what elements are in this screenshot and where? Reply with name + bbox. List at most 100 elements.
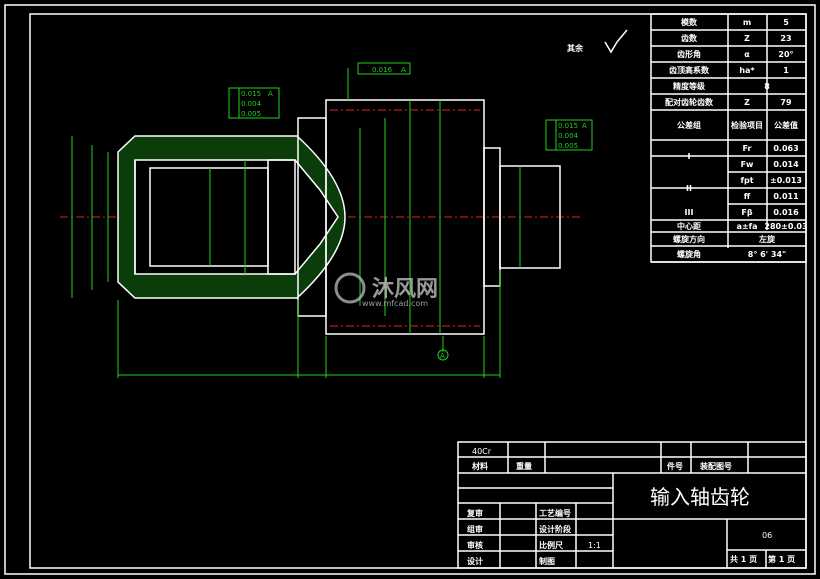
param-name: I (688, 152, 691, 161)
role-label: 设计 (467, 556, 483, 566)
param-row: III Fβ 0.016 (685, 208, 800, 217)
param-name: III (685, 208, 694, 217)
param-name: 螺旋方向 (673, 234, 705, 244)
param-row: 中心距 a±fa 280±0.03 (677, 221, 808, 231)
svg-text:材料: 材料 (472, 461, 488, 471)
watermark: 沐风网 www.mfcad.com (334, 272, 438, 308)
param-symbol: a±fa (737, 222, 758, 231)
param-symbol: ff (744, 192, 751, 201)
svg-text:www.mfcad.com: www.mfcad.com (362, 299, 428, 308)
param-symbol: Fw (741, 160, 754, 169)
svg-text:共 1 页: 共 1 页 (730, 554, 757, 564)
svg-text:装配图号: 装配图号 (699, 461, 732, 471)
svg-text:0.005: 0.005 (241, 110, 261, 118)
param-row: 齿形角 α 20° (677, 49, 794, 59)
svg-text:0.004: 0.004 (241, 100, 262, 108)
field-label: 比例尺 (539, 540, 563, 550)
drawing-title: 输入轴齿轮 (650, 485, 750, 509)
inner-frame (29, 13, 807, 569)
param-symbol: fpt (740, 176, 753, 185)
shaft-left-section (117, 135, 346, 299)
material-value: 40Cr (472, 447, 492, 456)
surface-note: 其余 (567, 43, 584, 53)
param-symbol: Fβ (741, 208, 752, 217)
param-value: 公差值 (774, 120, 798, 130)
param-name: 中心距 (677, 221, 701, 231)
svg-text:0.005: 0.005 (558, 142, 578, 150)
param-value: 0.016 (773, 208, 799, 217)
param-value: 0.014 (773, 160, 799, 169)
role-label: 组审 (467, 524, 483, 534)
param-symbol: 检验项目 (731, 120, 763, 130)
field-value: 1:1 (588, 541, 601, 550)
tolerance-frame-right: 0.015 A 0.004 0.005 (545, 119, 593, 151)
svg-text:0.015: 0.015 (241, 90, 261, 98)
svg-text:A: A (401, 66, 406, 74)
svg-text:0.015: 0.015 (558, 122, 578, 130)
field-label: 工艺编号 (539, 508, 571, 518)
title-block-row: 设计制图 (467, 556, 555, 566)
param-value: ±0.013 (770, 176, 802, 185)
param-row: 公差组 检验项目 公差值 (677, 120, 798, 130)
param-value: 0.011 (773, 192, 799, 201)
svg-text:重量: 重量 (516, 461, 532, 471)
param-symbol: Z (744, 98, 750, 107)
role-label: 审核 (467, 540, 483, 550)
datum-marker (437, 349, 449, 361)
param-name: 齿形角 (677, 49, 701, 59)
svg-text:A: A (268, 90, 273, 98)
param-row: 齿顶高系数 ha* 1 (669, 65, 789, 75)
tolerance-frame-top: 0.016 A (347, 62, 411, 100)
param-row: 齿数 Z 23 (681, 33, 792, 43)
tolerance-frame-left: 0.015 A 0.004 0.005 (228, 87, 280, 119)
svg-text:件号: 件号 (667, 461, 683, 471)
param-name: 齿顶高系数 (669, 65, 710, 75)
title-block-row: 组审 设计阶段 (467, 524, 571, 534)
param-value: 280±0.03 (764, 222, 807, 231)
dimension-lines: A (71, 100, 521, 378)
param-value: 23 (780, 34, 791, 43)
param-name: 螺旋角 (677, 249, 701, 259)
svg-text:第 1 页: 第 1 页 (768, 554, 795, 564)
param-symbol: m (743, 18, 751, 27)
param-name: II (686, 184, 692, 193)
title-block-row: 复审 工艺编号 (466, 508, 571, 518)
param-name: 齿数 (681, 33, 698, 43)
param-value: 左旋 (758, 234, 776, 244)
svg-text:0.016: 0.016 (372, 66, 393, 74)
param-symbol: α (744, 50, 750, 59)
title-block: 40Cr 材料 重量 件号 装配图号 输入轴齿轮 06 共 1 页 第 1 页 (457, 441, 807, 569)
drawing-number: 06 (762, 531, 772, 540)
param-row: II fpt ±0.013 (686, 176, 802, 193)
param-row: I Fr 0.063 (688, 144, 799, 161)
role-label: 复审 (466, 508, 483, 518)
title-block-row: 审核 比例尺 1:1 (467, 540, 601, 550)
param-value: 8° 6' 34" (748, 250, 786, 259)
param-value: 20° (778, 50, 793, 59)
param-row: 螺旋方向 左旋 (673, 234, 776, 244)
param-symbol: Fr (743, 144, 752, 153)
svg-text:沐风网: 沐风网 (372, 277, 438, 302)
svg-text:A: A (582, 122, 587, 130)
svg-text:A: A (440, 352, 445, 360)
param-symbol: Z (744, 34, 750, 43)
param-value: 0.063 (773, 144, 798, 153)
field-label: 设计阶段 (539, 524, 571, 534)
outer-border (4, 4, 816, 575)
param-name: 配对齿轮齿数 (665, 97, 714, 107)
param-row: Fw 0.014 (741, 160, 800, 169)
roughness-symbol (604, 29, 628, 54)
param-row: ff 0.011 (744, 192, 799, 201)
param-symbol: ha* (739, 66, 755, 75)
param-value: 5 (783, 18, 789, 27)
param-row: 螺旋角 8° 6' 34" (677, 249, 786, 259)
gear-body (297, 99, 561, 335)
svg-text:0.004: 0.004 (558, 132, 579, 140)
param-name: 公差组 (677, 120, 701, 130)
param-value: 1 (783, 66, 789, 75)
param-name: 精度等级 (673, 81, 706, 91)
